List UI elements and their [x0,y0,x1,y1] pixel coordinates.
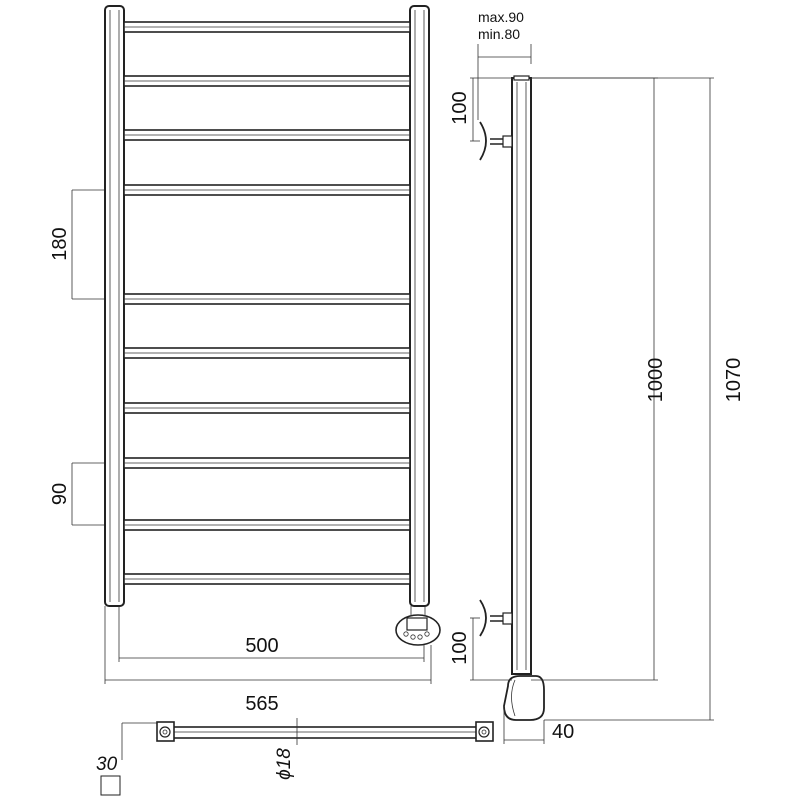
max-label: max.90 [478,9,524,25]
top-rail [171,726,479,739]
rung-7 [123,402,411,414]
rung-1 [123,21,411,33]
dim-90: 90 [49,462,104,526]
rung-3 [123,129,411,141]
dim-30: 30 [96,754,121,796]
dim-180: 180 [49,189,104,300]
horizontal-rungs [123,21,411,585]
wall-bracket-top [479,121,513,161]
side-view [479,75,545,721]
rung-2 [123,75,411,87]
right-post [409,5,430,607]
dim-100-top-label: 100 [449,91,471,124]
dim-1000: 1000 [531,77,667,681]
controller-unit-side [503,675,545,721]
top-left-end-cap [156,721,175,742]
top-right-end-cap [475,721,494,742]
dim-180-label: 180 [49,227,71,260]
dim-565-label: 565 [245,693,278,715]
dim-40: 40 [503,706,574,744]
dim-max-min: max.90 min.80 [477,9,532,120]
rung-4 [123,184,411,196]
rung-5 [123,293,411,305]
rung-10 [123,573,411,585]
dim-100-top: 100 [449,77,512,142]
side-post [511,75,532,675]
controller-unit-front [395,606,441,646]
rung-9 [123,519,411,531]
min-label: min.80 [478,26,520,42]
top-view: ϕ18 30 [96,718,494,796]
dim-1000-label: 1000 [645,358,667,403]
dim-90-label: 90 [49,483,71,505]
dim-diameter: ϕ18 [274,718,298,780]
dim-565: 565 [104,606,432,715]
dim-100-bottom: 100 [449,617,512,681]
wall-bracket-bottom [479,599,513,637]
dim-1070-label: 1070 [723,358,745,403]
dim-500-label: 500 [245,635,278,657]
dim-diameter-label: ϕ18 [274,748,295,780]
front-view [104,5,441,646]
rung-6 [123,347,411,359]
dim-30-label: 30 [96,754,118,775]
dim-100-bottom-label: 100 [449,631,471,664]
dim-1070: 1070 [531,77,745,721]
rung-8 [123,457,411,469]
dim-500: 500 [118,606,425,662]
dim-40-label: 40 [552,721,574,743]
left-post [104,5,125,607]
